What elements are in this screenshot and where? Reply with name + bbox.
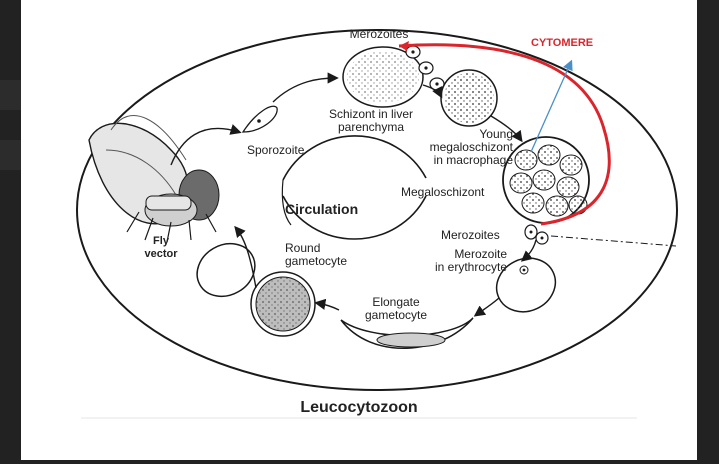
left-edge-band-1 bbox=[0, 80, 24, 110]
arrow-circulation-return bbox=[281, 179, 292, 226]
megaloschizont bbox=[502, 136, 590, 224]
label-round-gametocyte: Round gametocyte bbox=[285, 241, 348, 268]
label-megaloschizont: Megaloschizont bbox=[401, 185, 485, 199]
schizont-liver bbox=[342, 46, 424, 108]
label-elongate-gametocyte: Elongate gametocyte bbox=[364, 295, 428, 322]
arrow-young-to-mega bbox=[490, 115, 523, 143]
label-cytomere: CYTOMERE bbox=[531, 37, 594, 49]
host-cell bbox=[196, 242, 256, 298]
arrow-sporozoite-to-schizont bbox=[272, 72, 339, 103]
arrow-round-to-fly bbox=[234, 225, 257, 289]
circulation-ring bbox=[282, 135, 427, 240]
left-edge-band-2 bbox=[0, 140, 24, 170]
round-gametocyte bbox=[250, 271, 316, 337]
arrow-erythrocyte-to-elongate bbox=[473, 297, 500, 317]
merozoites-mid bbox=[524, 224, 549, 245]
cytomere-pointer bbox=[530, 59, 573, 153]
label-circulation: Circulation bbox=[285, 201, 359, 217]
label-merozoites-top: Merozoites bbox=[349, 27, 409, 41]
label-young-megaloschizont: Young megaloschizont in macrophage bbox=[429, 127, 513, 167]
fly-vector bbox=[88, 115, 220, 243]
label-merozoites-mid: Merozoites bbox=[441, 228, 500, 242]
label-fly-vector: Fly vector bbox=[144, 235, 178, 260]
cytomere-curve bbox=[398, 43, 611, 226]
diagram-slide: Merozoites CYTOMERE Schizont in liver pa… bbox=[21, 0, 697, 460]
label-merozoite-erythrocyte: Merozoite in erythrocyte bbox=[434, 247, 507, 274]
sporozoite-shape bbox=[241, 105, 278, 133]
arrow-to-erythrocyte bbox=[520, 239, 537, 262]
outer-cycle-ellipse bbox=[76, 29, 678, 391]
label-schizont: Schizont in liver parenchyma bbox=[328, 107, 414, 134]
elongate-gametocyte bbox=[340, 317, 474, 349]
diagram-title: Leucocytozoon bbox=[300, 399, 418, 416]
life-cycle-drawing bbox=[76, 29, 678, 419]
dash-dot-divider bbox=[550, 235, 677, 247]
erythrocyte-merozoite bbox=[495, 257, 557, 313]
arrow-fly-to-sporozoite bbox=[170, 124, 242, 166]
arrow-to-round bbox=[314, 298, 340, 311]
young-megaloschizont bbox=[440, 69, 498, 127]
arrow-schizont-to-young bbox=[422, 84, 443, 99]
label-sporozoite: Sporozoite bbox=[247, 143, 305, 157]
